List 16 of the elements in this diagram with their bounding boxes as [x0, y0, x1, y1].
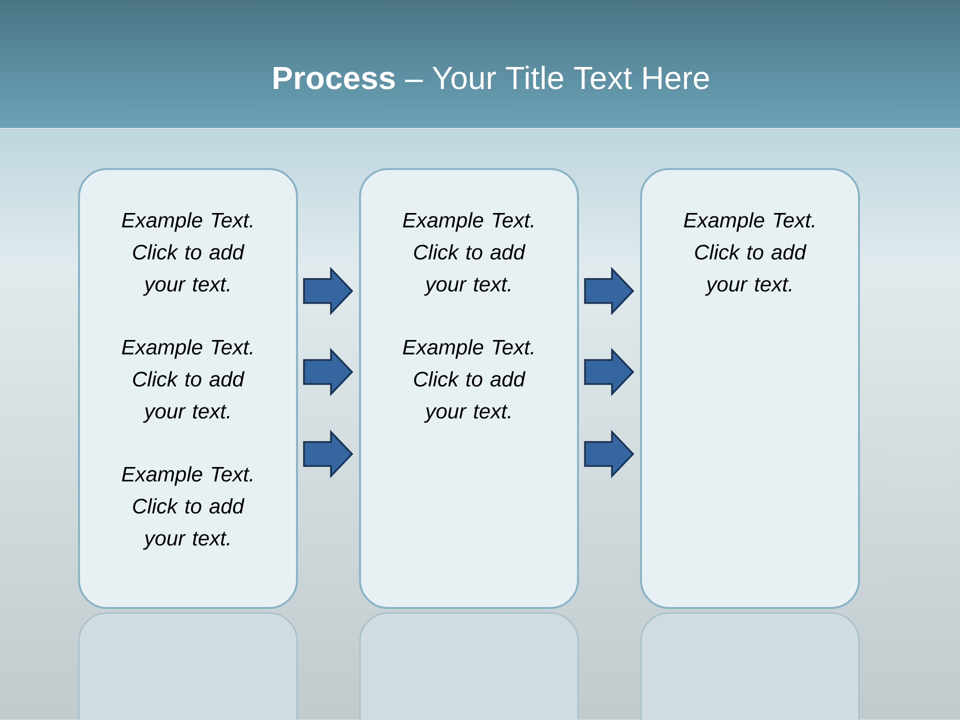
body-text: Example Text. Click to add your text. [122, 339, 252, 423]
arrow [584, 348, 634, 396]
arrow [303, 348, 354, 396]
body-text: Example Text. Click to add your text. [402, 339, 534, 423]
body-text: Example Text. Click to add your text. [122, 466, 252, 550]
process-box [359, 168, 579, 609]
arrow [303, 430, 354, 478]
body-text: Example Text. Click to add your text. [402, 212, 534, 296]
arrow [584, 266, 634, 316]
process-box [640, 168, 860, 609]
arrow [303, 266, 354, 316]
body-text: Example Text. Click to add your text. [122, 212, 252, 296]
body-text: Example Text. Click to add your text. [684, 212, 814, 296]
arrow [584, 430, 634, 478]
title: Process – Your Title Text Here [274, 66, 709, 90]
process-box [78, 168, 298, 609]
